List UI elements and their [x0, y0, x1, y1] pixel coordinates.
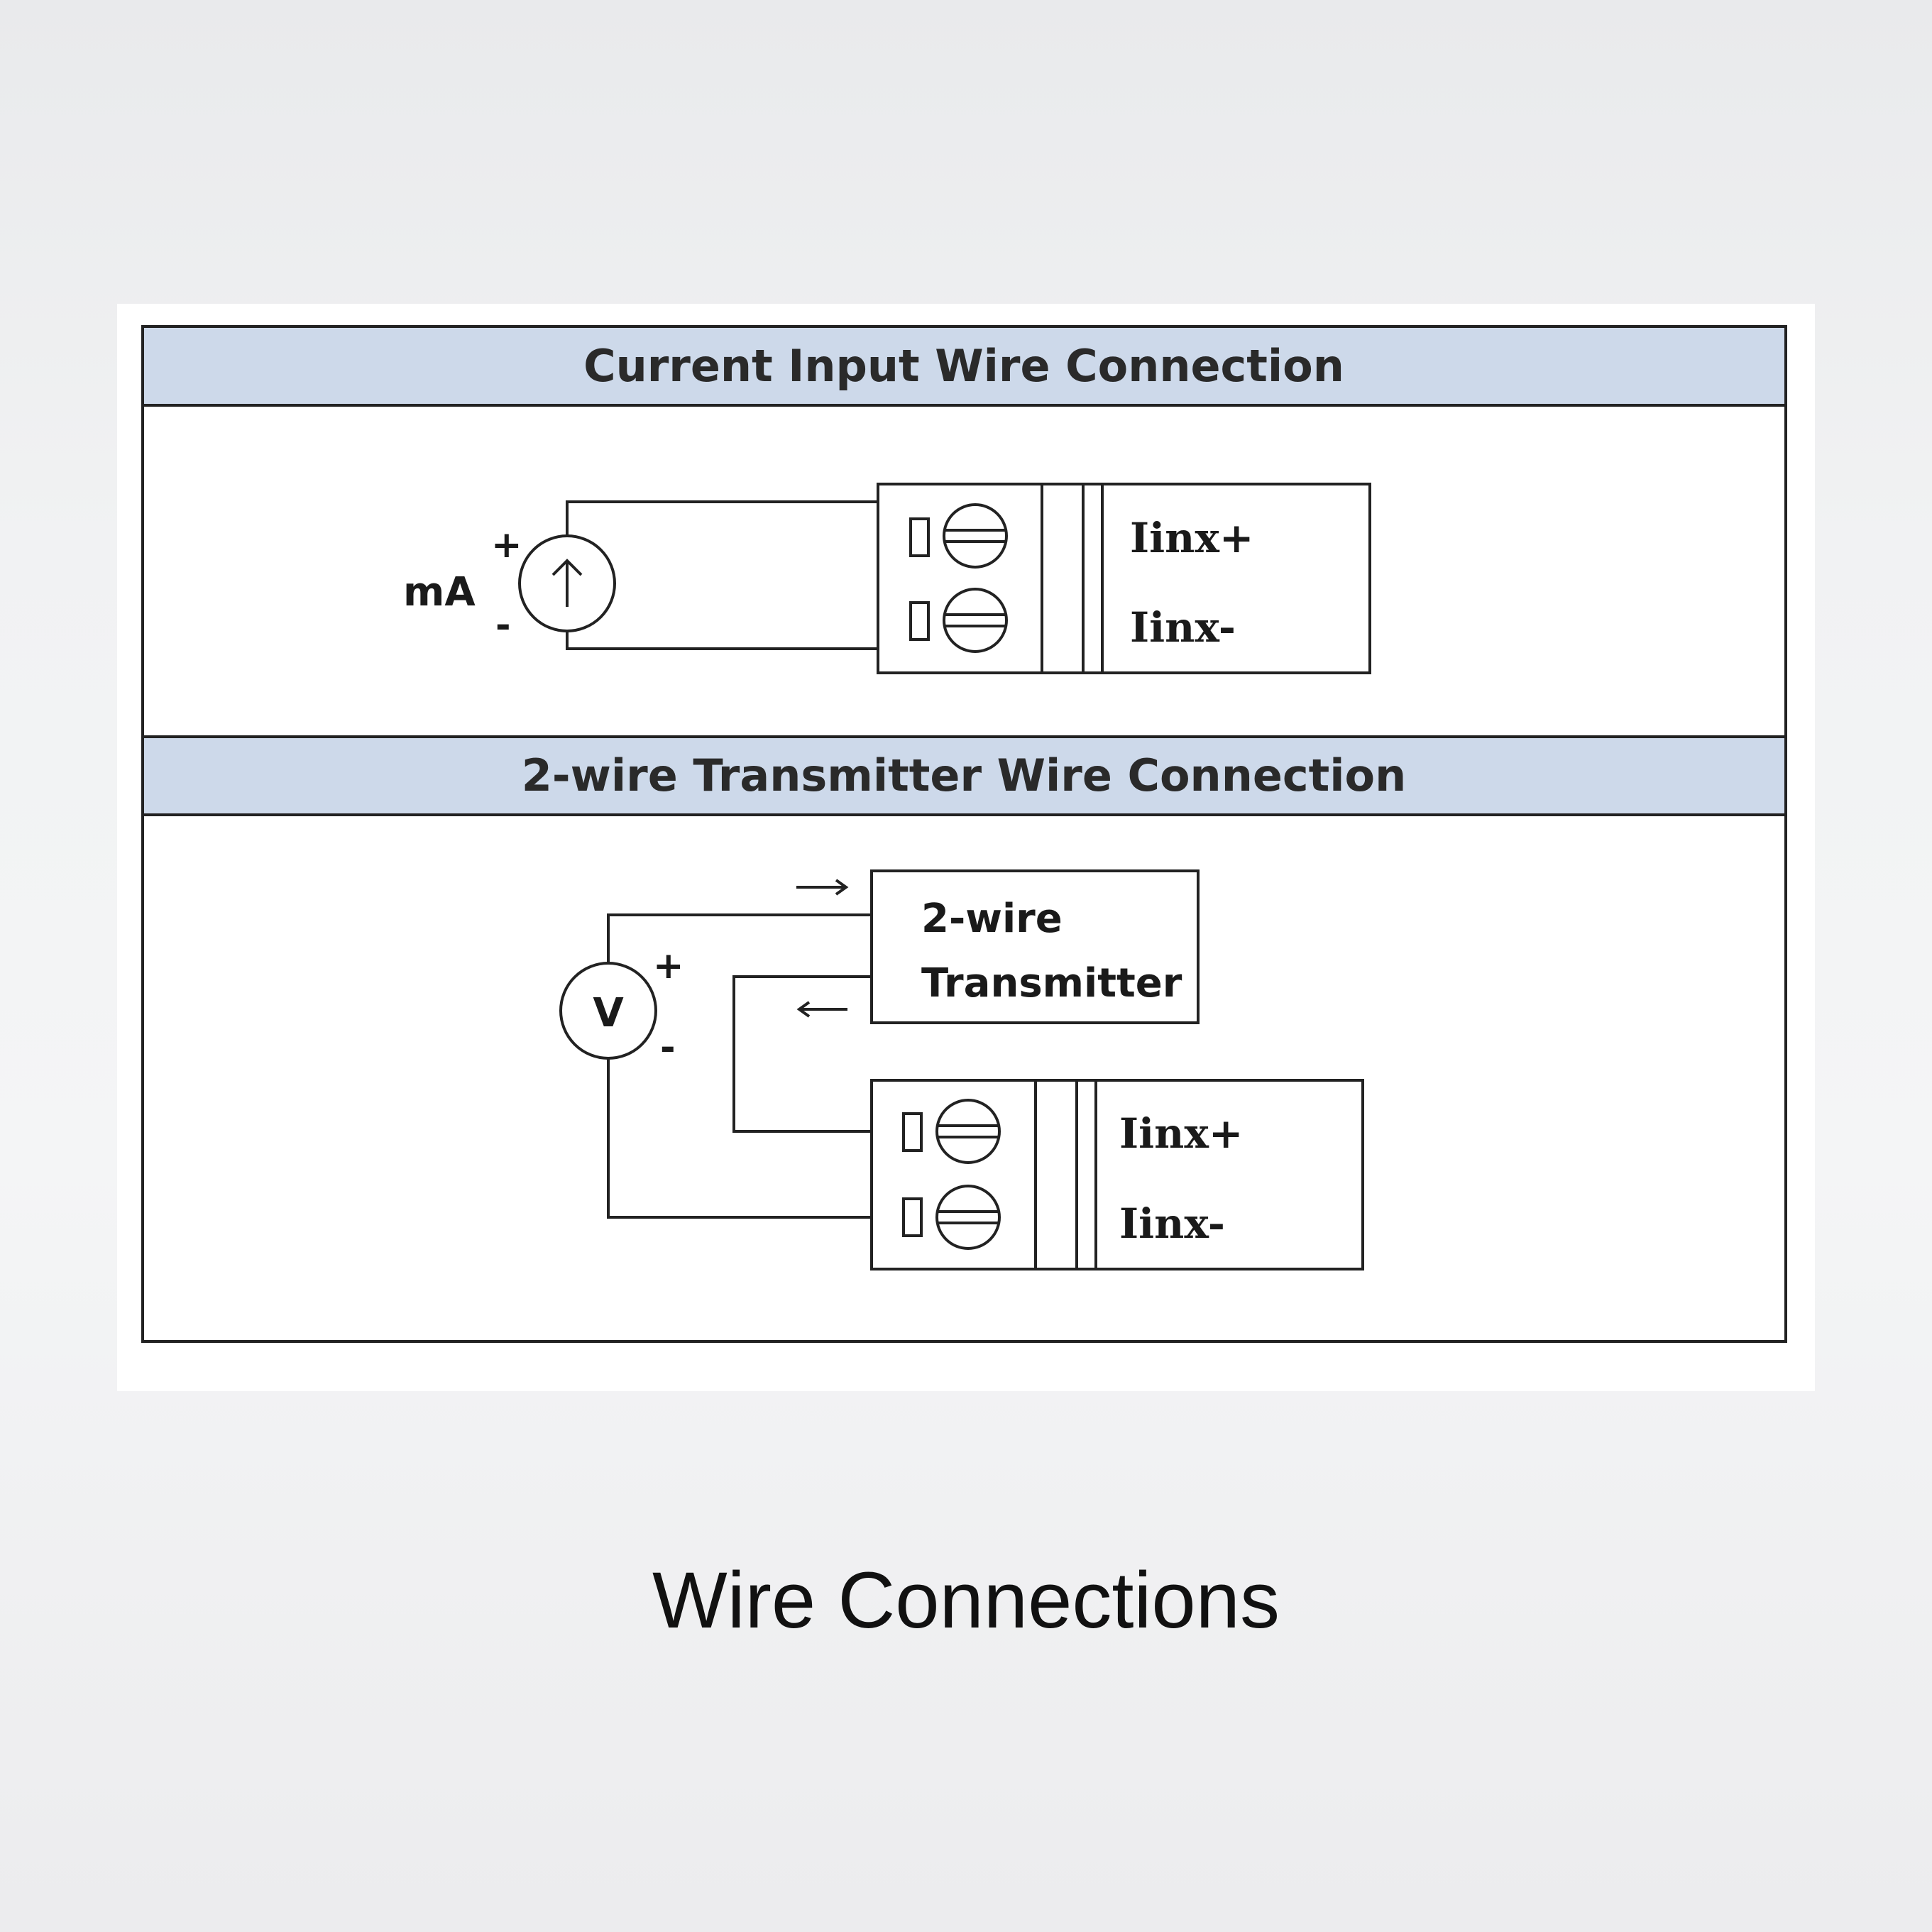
- panel2-plus-sign: +: [653, 945, 684, 987]
- v-label: V: [593, 990, 624, 1036]
- transmitter-label-line1: 2-wire: [921, 896, 1063, 942]
- panel2-terminal-bottom-label: Iinx-: [1119, 1200, 1225, 1248]
- panel2-wire-return: [607, 1058, 872, 1219]
- terminal-block-2: Iinx+ Iinx-: [870, 1079, 1364, 1270]
- caption: Wire Connections: [652, 1556, 1280, 1645]
- panel1-plus-sign: +: [491, 524, 522, 566]
- terminal-slot-top: [902, 1112, 923, 1152]
- panel1-terminal-top-label: Iinx+: [1130, 514, 1254, 562]
- screw-top-icon: [943, 503, 1008, 569]
- panel2-title: 2-wire Transmitter Wire Connection: [522, 750, 1407, 801]
- panel1-wire-top: [566, 500, 878, 536]
- ma-label: mA: [403, 569, 476, 615]
- panel1-header: [141, 325, 1787, 407]
- panel2-diagram: V + - 2-wire Transmitter: [559, 869, 1364, 1270]
- panel1-diagram: mA + - Iinx+ Iinx-: [403, 483, 1371, 674]
- panel2-terminal-top-label: Iinx+: [1119, 1109, 1244, 1158]
- screw-bottom-icon: [935, 1185, 1001, 1250]
- terminal-slot-bottom: [902, 1197, 923, 1237]
- panel2-wire-supply: [607, 913, 872, 963]
- terminal-slot-top: [909, 517, 930, 557]
- transmitter-label-line2: Transmitter: [921, 960, 1182, 1006]
- screw-bottom-icon: [943, 588, 1008, 653]
- panel1-minus-sign: -: [495, 604, 511, 647]
- arrow-left-icon: [796, 1001, 847, 1018]
- screw-top-icon: [935, 1099, 1001, 1164]
- panel1-terminal-bottom-label: Iinx-: [1130, 603, 1236, 652]
- panel2-header: [141, 735, 1787, 816]
- arrow-right-icon: [796, 879, 849, 896]
- panel1-wire-bottom: [566, 631, 878, 650]
- panel2-wire-transmitter-out: [732, 975, 872, 1133]
- terminal-slot-bottom: [909, 601, 930, 641]
- panel1-title: Current Input Wire Connection: [583, 340, 1344, 392]
- panel2-minus-sign: -: [660, 1026, 676, 1069]
- transmitter-box: [870, 869, 1200, 1024]
- terminal-block-1: Iinx+ Iinx-: [877, 483, 1371, 674]
